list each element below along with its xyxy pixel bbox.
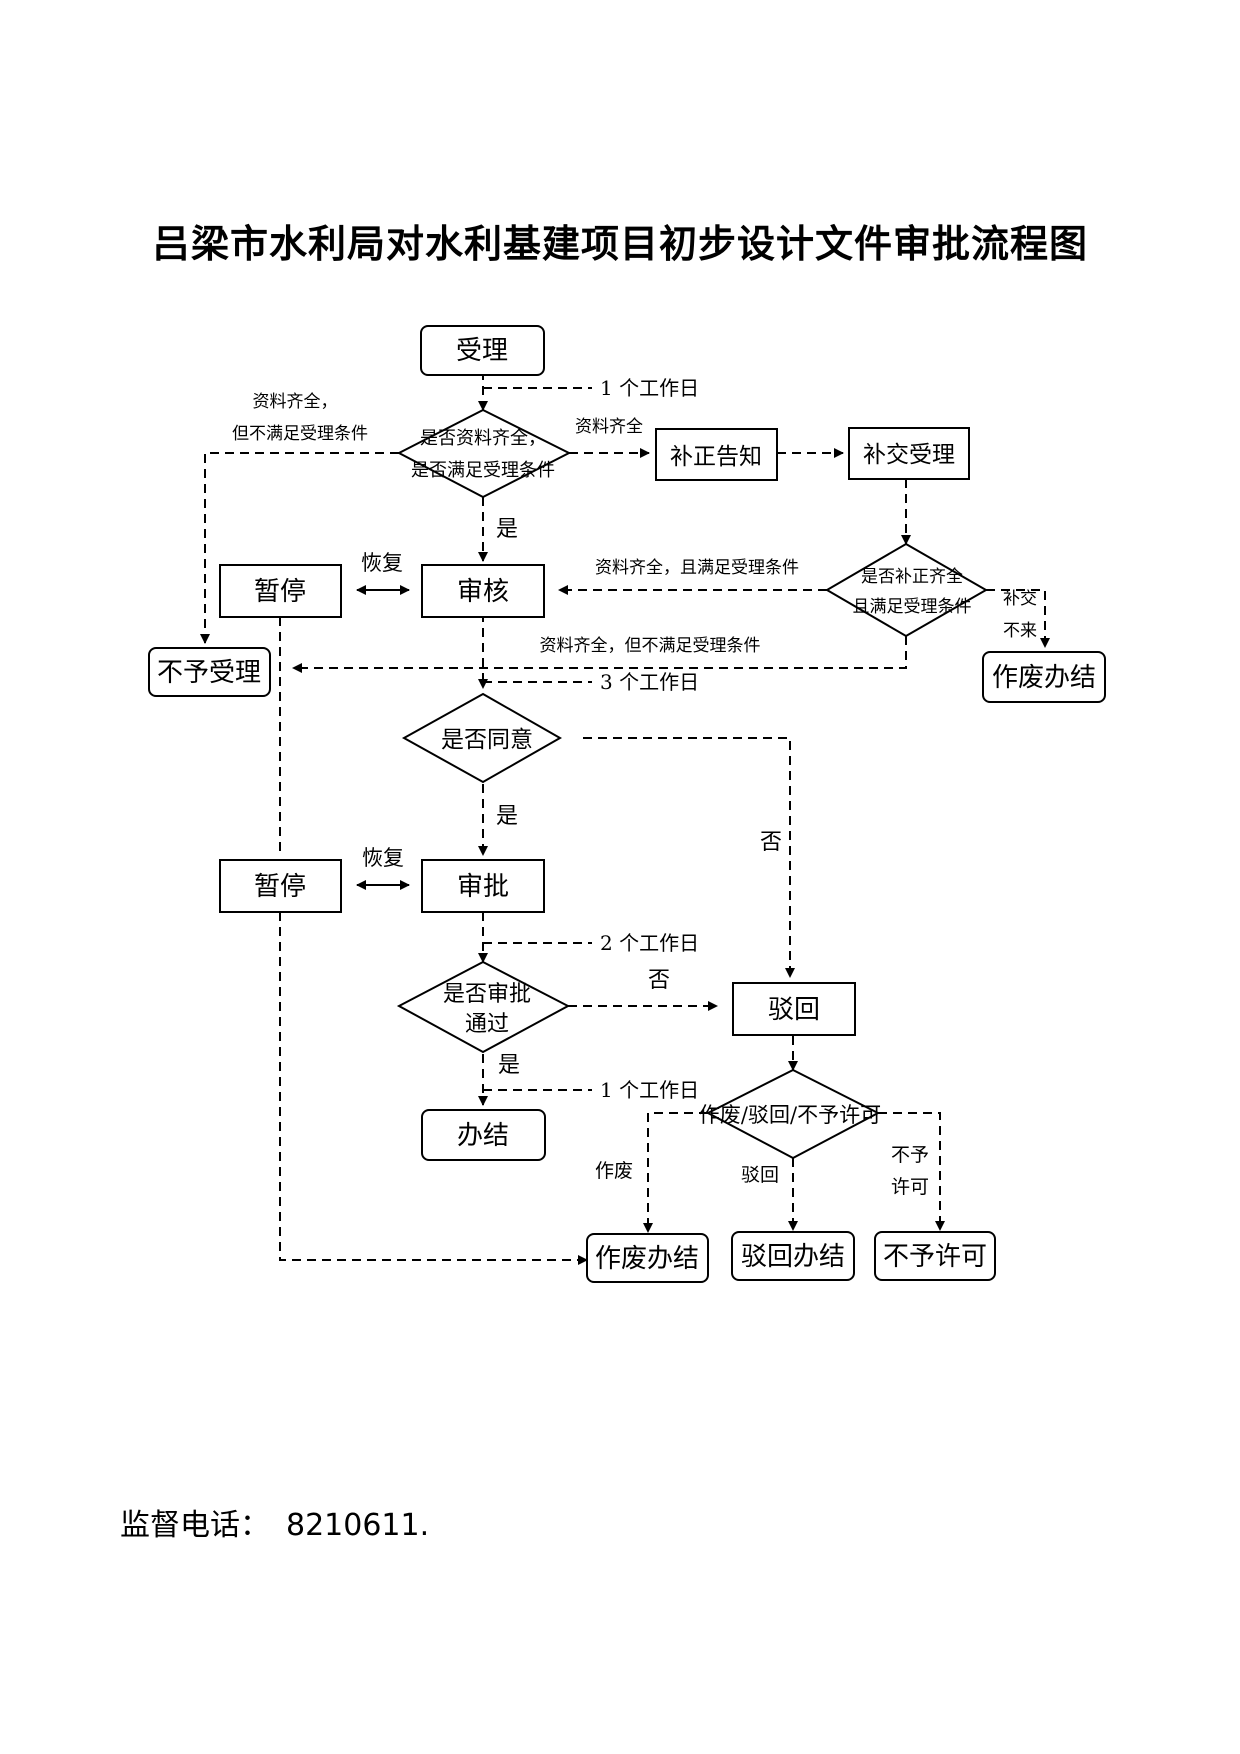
node-done: 办结 [421,1109,546,1161]
node-approval-pass-line1: 是否审批 [443,982,531,1007]
node-return: 驳回 [732,982,856,1036]
footer-phone: 8210611. [286,1508,430,1543]
label-void: 作废 [595,1160,633,1182]
edge-decision-to-not-permit [848,1112,945,1231]
node-approval-pass-line2: 通过 [465,1012,509,1037]
node-agree: 是否同意 [401,692,563,784]
duration-3: 2 个工作日 [600,931,699,955]
footer: 监督电话： 8210611. [120,1500,429,1544]
label-docs-complete: 资料齐全 [575,417,643,437]
label-yes-3: 是 [498,1053,520,1078]
node-return-done-label: 驳回办结 [741,1242,845,1272]
node-pause-1: 暂停 [219,564,342,618]
durations: 1 个工作日 3 个工作日 2 个工作日 1 个工作日 [600,376,699,1102]
node-resubmit-accept-label: 补交受理 [863,442,955,468]
edge-resubmit-check-to-void [986,589,1050,648]
node-not-permit-label: 不予许可 [883,1242,987,1272]
duration-4: 1 个工作日 [600,1078,699,1102]
label-resume-2: 恢复 [362,846,404,870]
edge-check-to-reject [200,452,399,644]
label-not-permitted-1: 不予 [891,1144,929,1166]
node-pause-1-label: 暂停 [254,577,306,607]
edge-agree-to-return [583,737,795,978]
node-check-docs-line2: 是否满足受理条件 [411,460,555,481]
node-check-docs-line1: 是否资料齐全， [420,428,546,449]
node-check-resubmit-line2: 且满足受理条件 [853,597,972,617]
node-not-permit: 不予许可 [874,1231,996,1281]
node-void-2: 作废办结 [586,1233,709,1283]
node-reject-accept: 不予受理 [148,647,271,697]
label-not-permitted-2: 许可 [891,1176,929,1198]
node-approval-label: 审批 [457,872,509,902]
node-void-1-label: 作废办结 [992,663,1096,693]
label-complete-not-meet: 资料齐全，但不满足受理条件 [540,636,761,656]
node-final-decision: 作废/驳回/不予许可 [699,1068,881,1160]
node-accept-label: 受理 [456,336,508,366]
node-correction-notice-label: 补正告知 [670,444,762,470]
edge-resubmit-check-to-reject [292,636,907,673]
node-check-docs: 是否资料齐全， 是否满足受理条件 [396,408,572,499]
edge-pause-to-void [279,912,588,1265]
node-accept: 受理 [420,325,545,376]
node-review: 审核 [421,564,545,618]
node-check-resubmit-line1: 是否补正齐全 [861,567,963,587]
label-no-2: 否 [648,968,670,993]
label-returned: 驳回 [741,1164,779,1186]
label-complete-and-meet: 资料齐全，且满足受理条件 [595,558,799,578]
duration-2: 3 个工作日 [600,670,699,694]
node-void-2-label: 作废办结 [595,1244,699,1274]
node-approval-pass: 是否审批 通过 [396,960,571,1054]
node-reject-accept-label: 不予受理 [157,658,261,688]
node-void-1: 作废办结 [982,651,1106,703]
edge-decision-to-void [643,1112,738,1233]
node-final-decision-label: 作废/驳回/不予许可 [699,1103,881,1127]
label-not-submitted-2: 不来 [1003,621,1037,641]
node-resubmit-accept: 补交受理 [848,427,970,480]
page-title: 吕梁市水利局对水利基建项目初步设计文件审批流程图 [151,221,1088,266]
label-yes-2: 是 [496,804,518,829]
node-review-label: 审核 [457,577,509,607]
footer-label: 监督电话： [120,1508,270,1543]
label-docs-incomplete-1: 资料齐全， [253,392,338,412]
label-not-submitted-1: 补交 [1003,589,1037,609]
node-approval: 审批 [421,859,545,913]
label-yes-1: 是 [496,517,518,542]
label-resume-1: 恢复 [361,551,403,575]
node-agree-label: 是否同意 [441,727,533,753]
edge-labels: 资料齐全， 但不满足受理条件 资料齐全 是 恢复 资料齐全，且满足受理条件 补交… [232,392,1037,1198]
node-check-resubmit: 是否补正齐全 且满足受理条件 [825,542,989,638]
node-return-label: 驳回 [768,995,820,1025]
duration-1: 1 个工作日 [600,376,699,400]
node-pause-2: 暂停 [219,859,342,913]
label-docs-incomplete-2: 但不满足受理条件 [232,424,368,444]
node-pause-2-label: 暂停 [254,872,306,902]
label-no-1: 否 [760,830,782,855]
node-return-done: 驳回办结 [731,1231,855,1281]
node-done-label: 办结 [457,1121,509,1151]
node-correction-notice: 补正告知 [655,428,778,481]
edges [200,371,1050,1265]
